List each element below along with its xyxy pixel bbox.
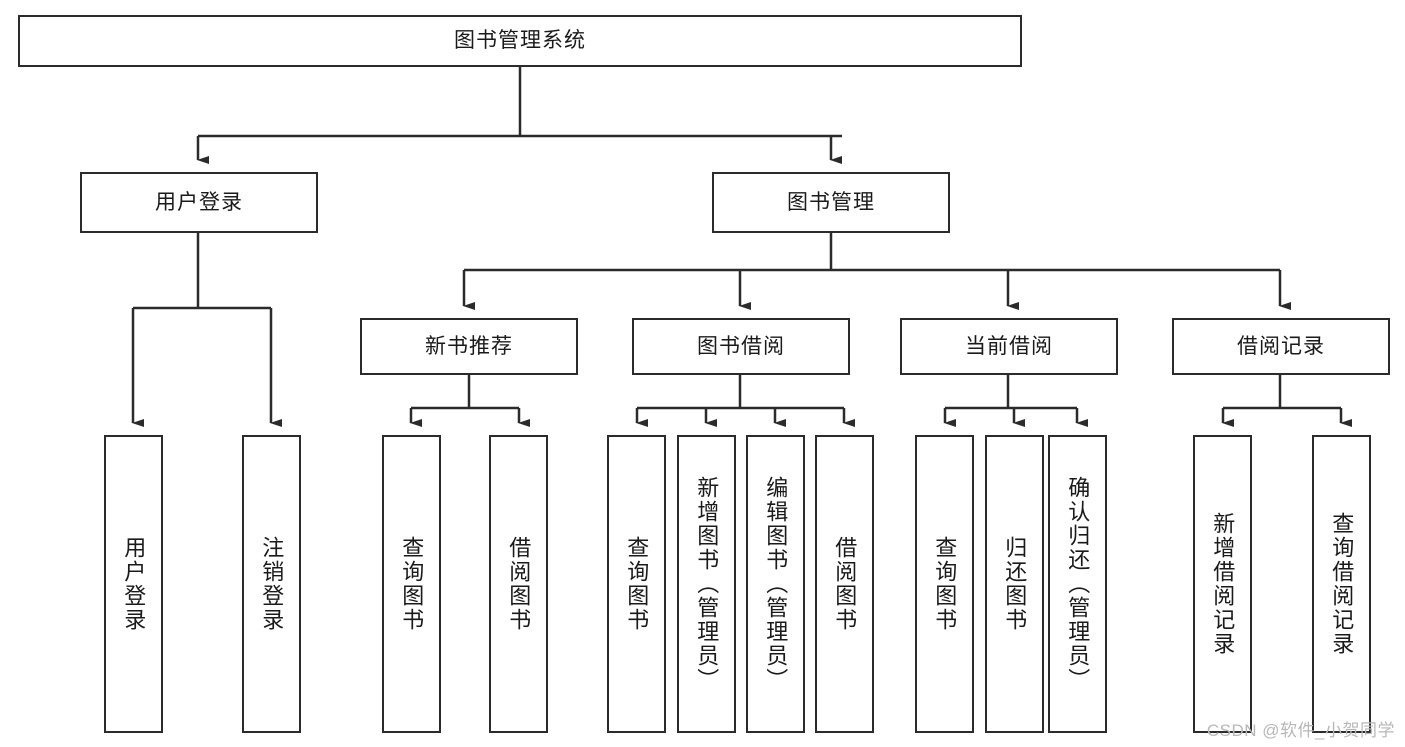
- node-new-book-recommend[interactable]: 新书推荐: [360, 318, 578, 375]
- leaf-borrow-borrow-book-label: 借阅图书: [832, 536, 858, 632]
- node-current-borrow-label: 当前借阅: [965, 334, 1053, 358]
- node-user-login-label: 用户登录: [155, 190, 243, 214]
- node-new-book-recommend-label: 新书推荐: [425, 334, 513, 358]
- leaf-borrow-add-book-label: 新增图书（管理员）: [694, 476, 720, 692]
- node-book-management[interactable]: 图书管理: [712, 172, 950, 233]
- leaf-borrow-borrow-book[interactable]: 借阅图书: [815, 435, 874, 733]
- watermark: CSDN @软件_小贺同学: [1206, 721, 1395, 740]
- node-current-borrow[interactable]: 当前借阅: [900, 318, 1118, 375]
- leaf-current-return[interactable]: 归还图书: [985, 435, 1044, 733]
- node-root-label: 图书管理系统: [454, 29, 586, 53]
- leaf-borrow-edit-book[interactable]: 编辑图书（管理员）: [746, 435, 805, 733]
- leaf-records-add[interactable]: 新增借阅记录: [1193, 435, 1252, 733]
- node-book-borrow[interactable]: 图书借阅: [632, 318, 850, 375]
- leaf-user-login[interactable]: 用户登录: [104, 435, 163, 733]
- leaf-current-confirm-return[interactable]: 确认归还（管理员）: [1048, 435, 1107, 733]
- leaf-new-books-query-label: 查询图书: [399, 536, 425, 632]
- leaf-new-books-query[interactable]: 查询图书: [382, 435, 441, 733]
- leaf-records-add-label: 新增借阅记录: [1210, 512, 1236, 656]
- leaf-current-query[interactable]: 查询图书: [915, 435, 974, 733]
- leaf-records-query[interactable]: 查询借阅记录: [1312, 435, 1371, 733]
- leaf-new-books-borrow[interactable]: 借阅图书: [489, 435, 548, 733]
- leaf-current-return-label: 归还图书: [1002, 536, 1028, 632]
- node-root[interactable]: 图书管理系统: [18, 15, 1022, 67]
- leaf-borrow-add-book[interactable]: 新增图书（管理员）: [677, 435, 736, 733]
- node-book-management-label: 图书管理: [787, 190, 875, 214]
- node-borrow-records[interactable]: 借阅记录: [1172, 318, 1390, 375]
- node-user-login[interactable]: 用户登录: [80, 172, 318, 233]
- node-book-borrow-label: 图书借阅: [697, 334, 785, 358]
- leaf-borrow-query-label: 查询图书: [624, 536, 650, 632]
- leaf-current-query-label: 查询图书: [932, 536, 958, 632]
- leaf-user-logout-label: 注销登录: [259, 536, 285, 632]
- leaf-records-query-label: 查询借阅记录: [1329, 512, 1355, 656]
- node-borrow-records-label: 借阅记录: [1237, 334, 1325, 358]
- leaf-user-logout[interactable]: 注销登录: [242, 435, 301, 733]
- leaf-user-login-label: 用户登录: [121, 536, 147, 632]
- leaf-borrow-query[interactable]: 查询图书: [607, 435, 666, 733]
- leaf-new-books-borrow-label: 借阅图书: [506, 536, 532, 632]
- leaf-borrow-edit-book-label: 编辑图书（管理员）: [763, 476, 789, 692]
- leaf-current-confirm-return-label: 确认归还（管理员）: [1065, 476, 1091, 692]
